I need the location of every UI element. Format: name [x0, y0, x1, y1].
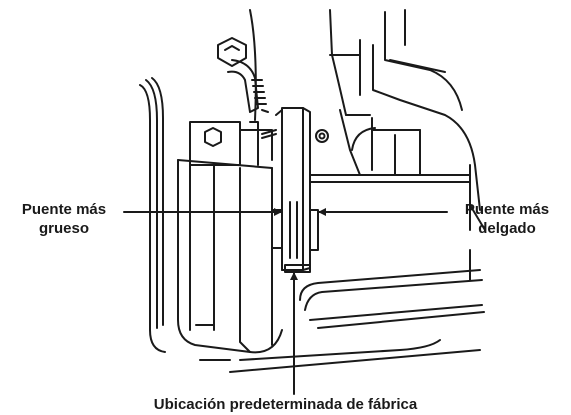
- housing: [177, 159, 283, 354]
- thicker-jumper-label-line1: Puente más: [21, 201, 107, 218]
- thinner-jumper-label-line2: delgado: [478, 220, 536, 237]
- leader-arrowheads: [274, 208, 326, 280]
- factory-default-label: Ubicación predeterminada de fábrica: [153, 396, 418, 413]
- right-panel: [309, 9, 481, 281]
- thicker-jumper-label: Puente más grueso: [4, 200, 124, 238]
- callout-leaders: [123, 211, 448, 395]
- tray-rails: [199, 204, 486, 373]
- thinner-jumper-label: Puente más delgado: [447, 200, 567, 238]
- hex-nut-icon: [217, 37, 247, 67]
- cabinet-left-edge: [139, 77, 166, 353]
- hose-icon: [227, 59, 269, 113]
- jumper-bracket-icon: [261, 107, 329, 273]
- bracket: [189, 121, 273, 166]
- thicker-jumper-label-line2: grueso: [38, 220, 89, 237]
- frame-top-lines: [249, 9, 371, 121]
- thinner-jumper-label-line1: Puente más: [464, 201, 550, 218]
